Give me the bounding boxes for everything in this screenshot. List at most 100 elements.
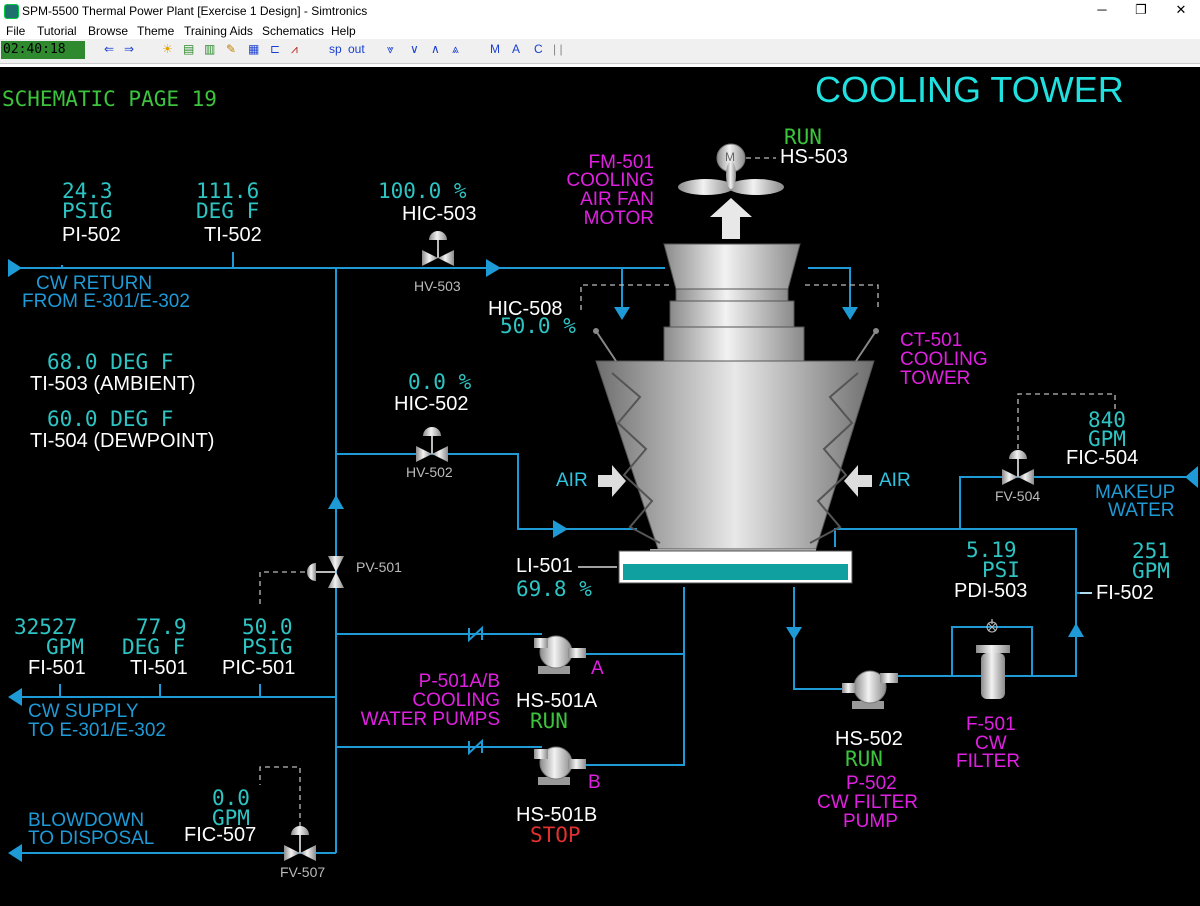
fm501-name1: FM-501: [588, 152, 654, 173]
air-left-label: AIR: [556, 470, 588, 491]
component-icon[interactable]: ⊏: [270, 42, 281, 56]
pumps-name2: COOLING: [412, 690, 500, 711]
hs501a-status: RUN: [530, 709, 568, 733]
hic503-tag[interactable]: HIC-503: [402, 203, 477, 225]
hs503-tag[interactable]: HS-503: [780, 146, 848, 168]
ti501-tag[interactable]: TI-501: [130, 657, 188, 679]
back-arrow-icon[interactable]: ⇐: [104, 42, 115, 56]
restore-icon[interactable]: ❐: [1135, 2, 1147, 17]
up-icon[interactable]: ∧: [431, 42, 440, 56]
fic507-value: 0.0: [212, 786, 250, 810]
valve-hv502[interactable]: [416, 427, 448, 462]
pic501-tag[interactable]: PIC-501: [222, 657, 296, 679]
hic508-value: 50.0 %: [500, 314, 576, 338]
valve-fv504[interactable]: [1002, 450, 1034, 485]
fic504-units: GPM: [1088, 427, 1126, 451]
window-title: SPM-5500 Thermal Power Plant [Exercise 1…: [22, 4, 368, 18]
cw-return-line2: FROM E-301/E-302: [22, 291, 190, 312]
fv504-label: FV-504: [995, 488, 1041, 504]
ti502-value: 111.6: [196, 179, 260, 203]
double-up-icon[interactable]: ⩓: [452, 42, 459, 56]
ti503-tag[interactable]: TI-503 (AMBIENT): [30, 373, 196, 395]
cw-return-line1: CW RETURN: [36, 273, 153, 294]
bars-icon[interactable]: ▤: [183, 42, 195, 56]
li501-tag[interactable]: LI-501: [516, 555, 573, 577]
hs502-tag[interactable]: HS-502: [835, 728, 903, 750]
p502-name2: CW FILTER: [817, 792, 918, 813]
hic502-tag[interactable]: HIC-502: [394, 393, 469, 415]
cascade-button[interactable]: C: [534, 42, 543, 56]
pump-b-letter: B: [588, 772, 601, 793]
trend-icon[interactable]: ▥: [204, 42, 216, 56]
hs501a-tag[interactable]: HS-501A: [516, 690, 598, 712]
fi501-tag[interactable]: FI-501: [28, 657, 86, 679]
fm501-name2: COOLING: [566, 170, 654, 191]
air-right-label: AIR: [879, 470, 911, 491]
ti504-tag[interactable]: TI-504 (DEWPOINT): [30, 430, 215, 452]
menu-browse[interactable]: Browse: [88, 24, 129, 38]
hic502-value: 0.0 %: [408, 370, 472, 394]
pdi503-units: PSI: [982, 558, 1020, 582]
grid-icon[interactable]: ▦: [248, 42, 260, 56]
pv501-label: PV-501: [356, 559, 402, 575]
chart-icon[interactable]: ⩘: [291, 42, 298, 56]
auto-button[interactable]: A: [512, 42, 521, 56]
pump-p501b[interactable]: [534, 746, 586, 785]
cooling-tower-ct501: [593, 243, 879, 555]
pencil-icon[interactable]: ✎: [226, 42, 237, 56]
f501-name1: F-501: [966, 714, 1016, 735]
forward-arrow-icon[interactable]: ⇒: [124, 42, 135, 56]
pump-p501a[interactable]: [534, 635, 586, 674]
makeup-line1: MAKEUP: [1095, 482, 1176, 503]
pi502-tag[interactable]: PI-502: [62, 224, 121, 246]
minimize-icon[interactable]: ─: [1097, 2, 1107, 17]
fic507-tag[interactable]: FIC-507: [184, 824, 257, 846]
blowdown-line2: TO DISPOSAL: [28, 828, 155, 849]
check-valves: [468, 625, 483, 756]
down-icon[interactable]: ∨: [410, 42, 419, 56]
hic508-tag[interactable]: HIC-508: [488, 298, 563, 320]
ti503-value: 68.0 DEG F: [47, 350, 174, 374]
ti502-units: DEG F: [196, 199, 260, 223]
filter-f501: [976, 621, 1010, 699]
makeup-line2: WATER: [1108, 500, 1175, 521]
hs501b-tag[interactable]: HS-501B: [516, 804, 598, 826]
pi502-units: PSIG: [62, 199, 113, 223]
sim-clock: 02:40:18: [1, 41, 85, 59]
fan-motor-fm501[interactable]: [678, 143, 784, 239]
pdi503-tag[interactable]: PDI-503: [954, 580, 1028, 602]
double-down-icon[interactable]: ⩔: [387, 42, 394, 56]
app-icon: [4, 4, 19, 19]
close-icon[interactable]: ✕: [1175, 2, 1187, 17]
ti502-tag[interactable]: TI-502: [204, 224, 262, 246]
manual-button[interactable]: M: [490, 42, 500, 56]
ct501-name1: CT-501: [900, 330, 963, 351]
fm501-name4: MOTOR: [583, 208, 654, 229]
fv507-label: FV-507: [280, 864, 326, 880]
menu-theme[interactable]: Theme: [137, 24, 175, 38]
menu-schematics[interactable]: Schematics: [262, 24, 325, 38]
flow-arrows: [8, 259, 1198, 862]
fm501-status: RUN: [784, 125, 822, 149]
hs501b-status: STOP: [530, 823, 581, 847]
pic501-value: 50.0: [242, 615, 293, 639]
valve-hv503[interactable]: [422, 231, 454, 266]
sp-button[interactable]: sp: [329, 42, 342, 56]
window-titlebar: SPM-5500 Thermal Power Plant [Exercise 1…: [0, 0, 1200, 22]
f501-name3: FILTER: [956, 751, 1021, 772]
pump-p502[interactable]: [842, 670, 898, 709]
fic504-tag[interactable]: FIC-504: [1066, 447, 1139, 469]
menu-help[interactable]: Help: [331, 24, 356, 38]
fm501-name3: AIR FAN: [580, 189, 654, 210]
fic504-value: 840: [1088, 408, 1126, 432]
menu-tutorial[interactable]: Tutorial: [37, 24, 77, 38]
hic503-value: 100.0 %: [378, 179, 467, 203]
valve-fv507[interactable]: [284, 826, 316, 861]
fi502-tag[interactable]: FI-502: [1096, 582, 1154, 604]
out-button[interactable]: out: [348, 42, 365, 56]
menu-training-aids[interactable]: Training Aids: [184, 24, 253, 38]
sun-icon[interactable]: ☀: [162, 42, 173, 56]
page-title: COOLING TOWER: [815, 69, 1124, 110]
valve-pv501[interactable]: [307, 556, 344, 588]
menu-file[interactable]: File: [6, 24, 26, 38]
